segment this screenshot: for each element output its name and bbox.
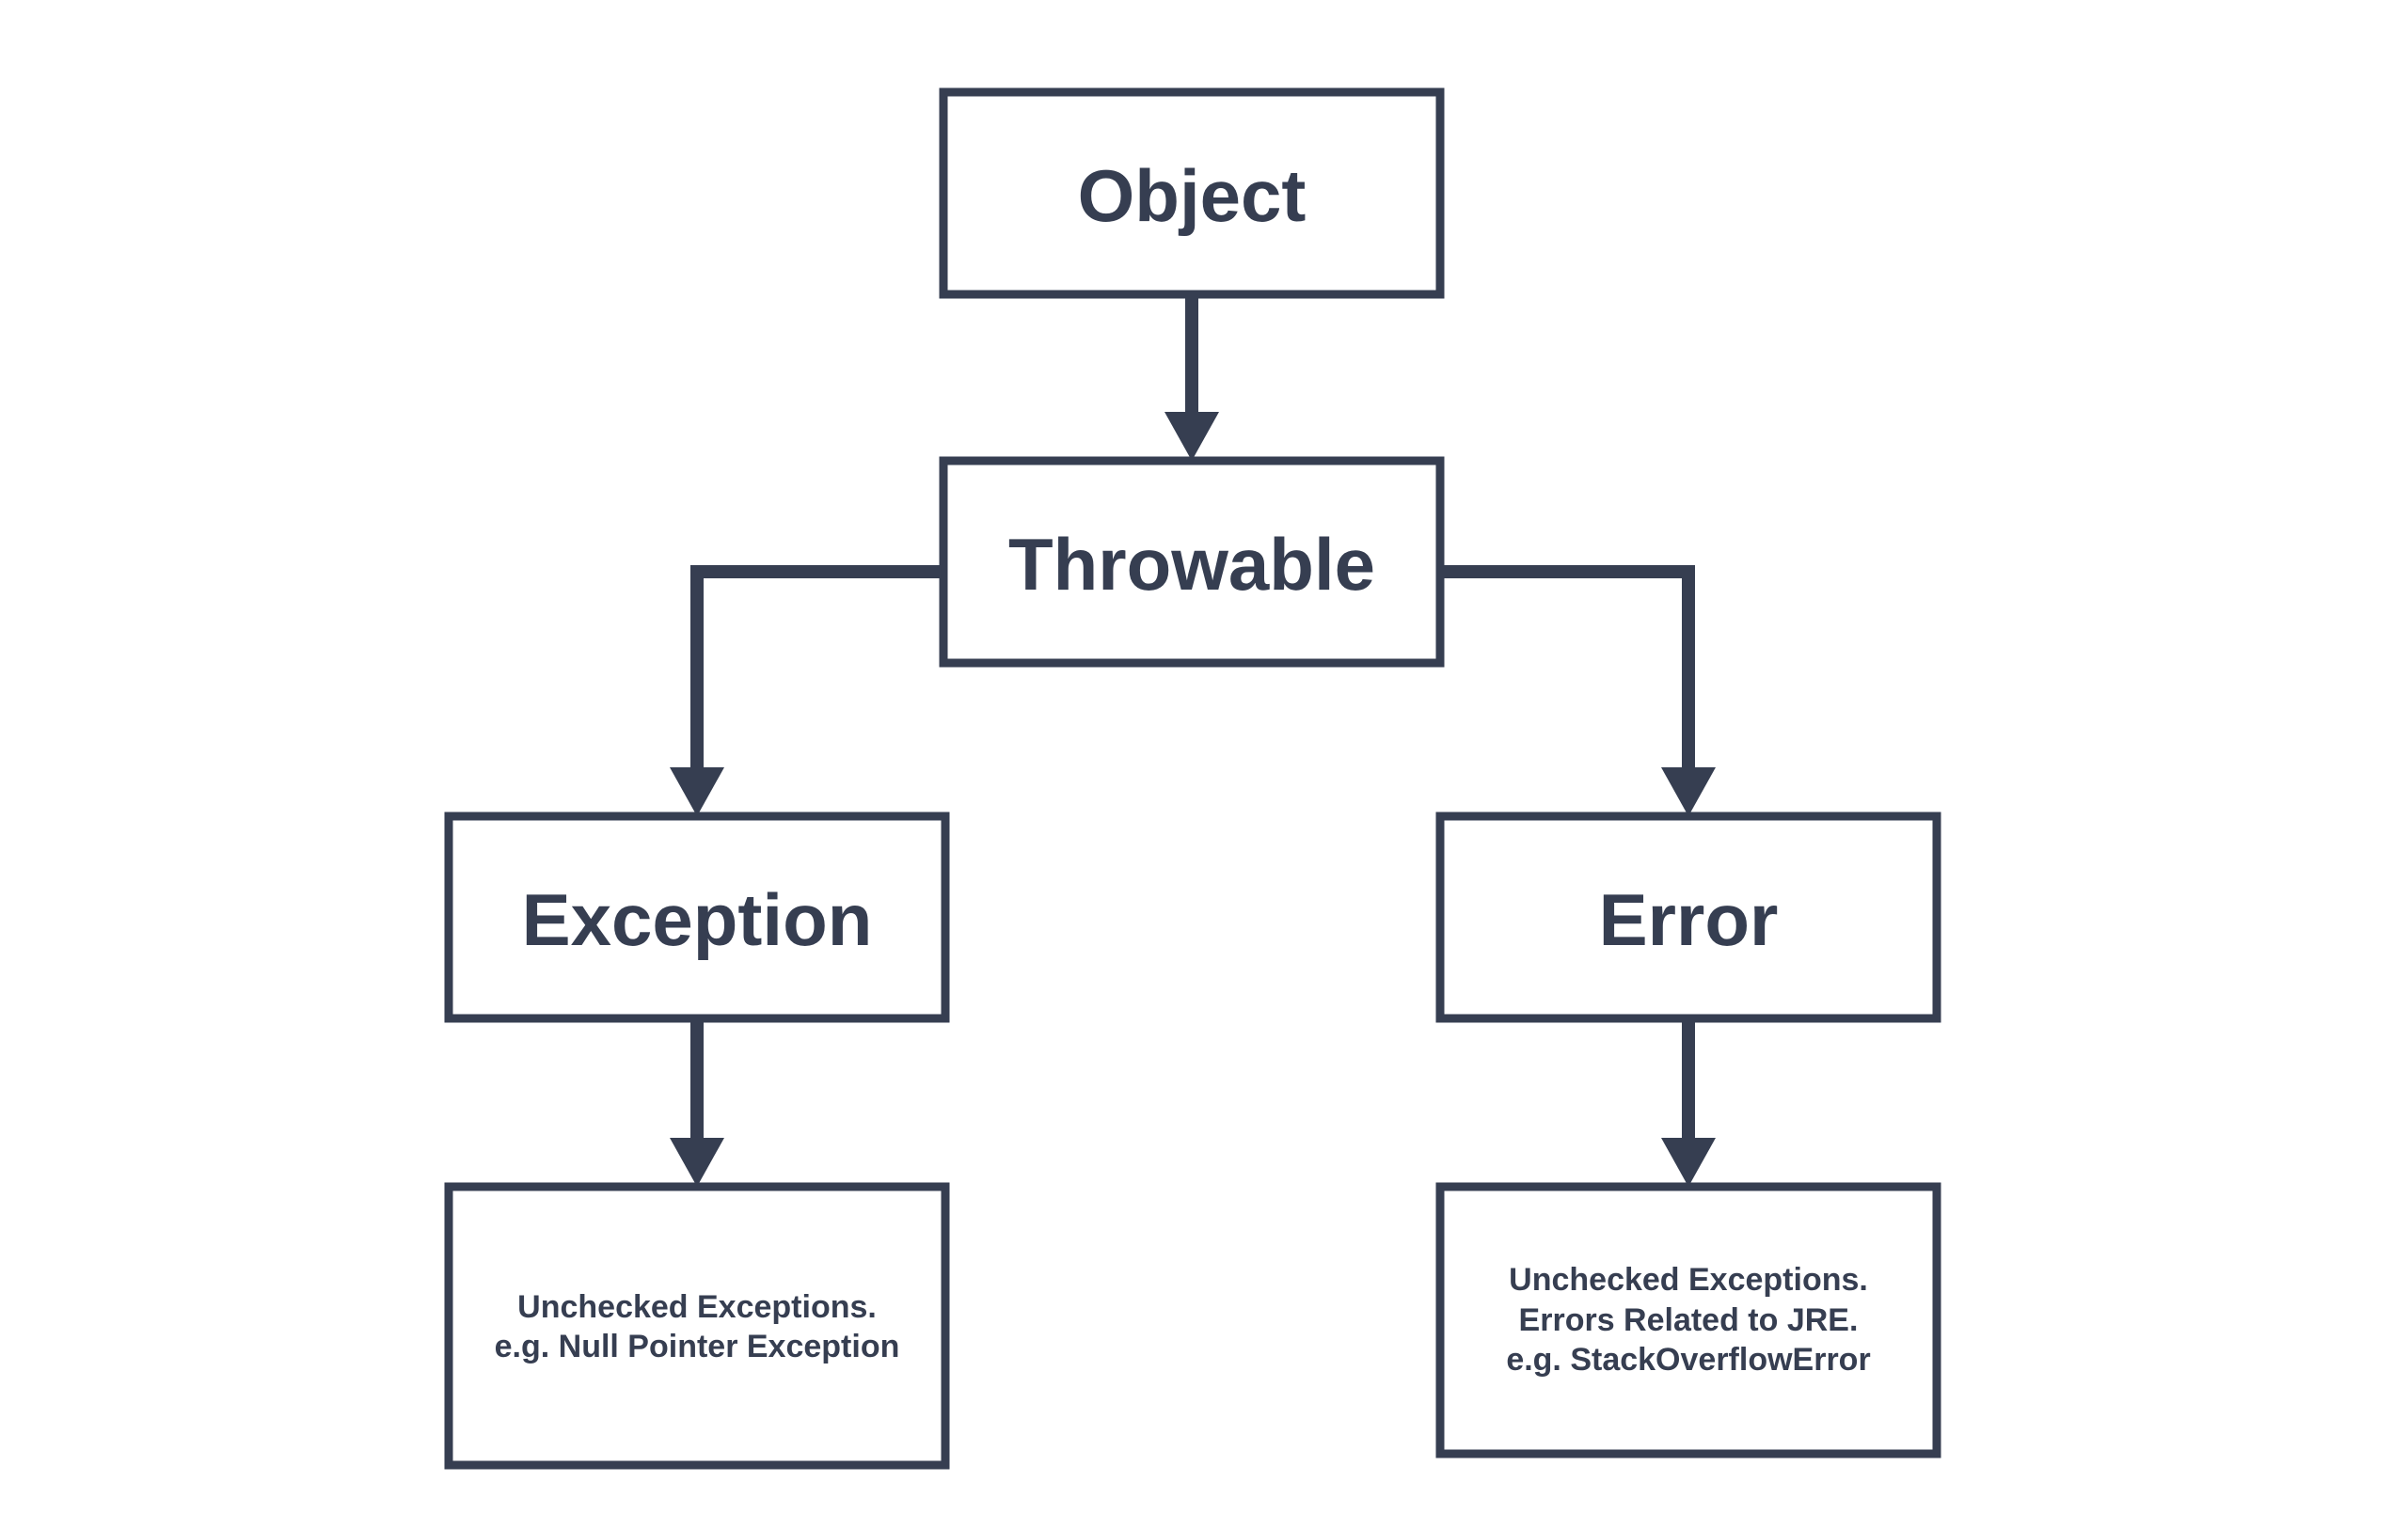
node-error: Error — [1435, 812, 1941, 1023]
arrow-head — [670, 767, 724, 816]
arrow-head — [1661, 767, 1716, 816]
edges — [670, 294, 1716, 1187]
node-exception-note: Unchecked Exceptions. e.g. Null Pointer … — [444, 1182, 950, 1470]
node-object: Object — [939, 87, 1445, 299]
node-box — [939, 87, 1445, 299]
node-box — [1435, 812, 1941, 1023]
edge-error-note — [1661, 1018, 1716, 1187]
edge-line — [690, 565, 943, 773]
note-line: e.g. Null Pointer Exception — [495, 1329, 900, 1364]
node-throwable: Throwable — [939, 456, 1445, 668]
note-line: Errors Related to JRE. — [1519, 1302, 1859, 1338]
edge-object-throwable — [1164, 294, 1219, 461]
note-line: Unchecked Exceptions. — [1509, 1262, 1868, 1298]
node-exception: Exception — [444, 812, 950, 1023]
node-label: Object — [1078, 154, 1307, 237]
node-box — [1435, 1182, 1941, 1458]
node-label: Error — [1599, 878, 1779, 961]
arrow-head — [1661, 1138, 1716, 1187]
arrow-head — [1164, 412, 1219, 461]
note-line: Unchecked Exceptions. — [517, 1289, 877, 1325]
arrow-head — [670, 1138, 724, 1187]
edge-throwable-error — [1440, 565, 1716, 816]
node-label: Throwable — [1008, 523, 1375, 606]
edge-throwable-exception — [670, 565, 943, 816]
node-box — [444, 812, 950, 1023]
node-box — [444, 1182, 950, 1470]
edge-line — [1440, 565, 1695, 773]
edge-exception-note — [670, 1018, 724, 1187]
note-line: e.g. StackOverflowError — [1506, 1342, 1870, 1378]
node-label: Exception — [522, 878, 873, 961]
node-box — [939, 456, 1445, 668]
node-error-note: Unchecked Exceptions. Errors Related to … — [1435, 1182, 1941, 1458]
